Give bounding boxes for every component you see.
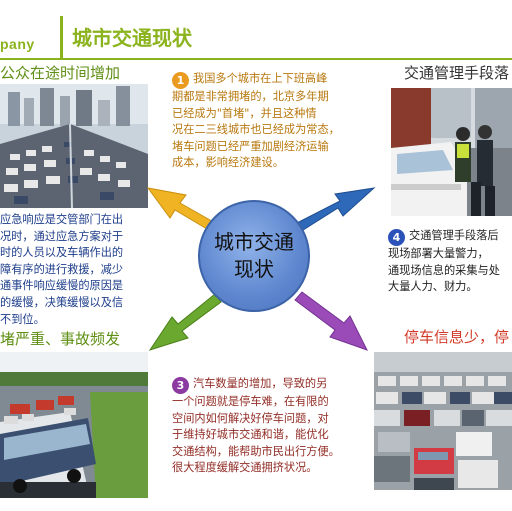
- header-rule: [0, 58, 512, 60]
- center-topic-label: 城市交通现状: [214, 230, 294, 281]
- paragraph-line: 成本，影响经济建设。: [172, 156, 284, 170]
- number-badge-1: 1: [172, 72, 189, 89]
- paragraph-line: 一个问题就是停车难，在有限的: [172, 395, 329, 408]
- paragraph-emergency-response: 应急响应是交管部门在出 况时，通过应急方案对于 时的人员以及车辆作出的 障有序的…: [0, 212, 123, 328]
- photo-traffic-police: [391, 88, 512, 216]
- paragraph-line: 时的人员以及车辆作出的: [0, 246, 124, 260]
- company-logo-text: pany: [0, 36, 35, 52]
- paragraph-congestion: 1 我国多个城市在上下班高峰 期都是非常拥堵的，北京多年期 已经成为"首堵"，并且…: [172, 71, 340, 172]
- paragraph-line: 4 交通管理手段落后: [388, 228, 500, 246]
- arrow-bottom-right: [294, 291, 368, 351]
- paragraph-text: 交通管理手段落后: [409, 229, 499, 242]
- photo-parking-lot: [374, 352, 512, 490]
- arrow-top-right: [294, 187, 376, 233]
- paragraph-line: 况时，通过应急方案对于: [0, 229, 124, 243]
- heading-congestion-accidents: 堵严重、事故频发: [0, 330, 121, 348]
- center-topic-circle: 城市交通现状: [198, 200, 310, 312]
- paragraph-line: 交通结构，能帮助市民出行方便。: [172, 444, 340, 458]
- paragraph-line: 的缓慢，决策缓慢以及信: [0, 295, 124, 309]
- paragraph-line: 已经成为"首堵"，并且这种情: [172, 106, 317, 120]
- number-badge-3: 3: [172, 377, 189, 394]
- paragraph-text: 汽车数量的增加，导致的另: [193, 377, 328, 390]
- photo-traffic-jam-highway: [0, 84, 148, 208]
- paragraph-line: 应急响应是交管部门在出: [0, 213, 124, 226]
- paragraph-line: 期都是非常拥堵的，北京多年期: [172, 90, 329, 103]
- heading-commute-time: 公众在途时间增加: [0, 64, 121, 82]
- heading-traffic-management: 交通管理手段落: [404, 64, 510, 82]
- paragraph-line: 空间内如何解决好停车问题，对: [172, 411, 329, 425]
- photo-accident-scene: [0, 352, 148, 498]
- page-title: 城市交通现状: [72, 26, 192, 50]
- paragraph-line: 于维持好城市交通和谐，能优化: [172, 428, 329, 442]
- paragraph-line: 堵车问题已经严重加剧经济运输: [172, 139, 329, 153]
- paragraph-text: 我国多个城市在上下班高峰: [193, 72, 328, 85]
- number-badge-4: 4: [388, 229, 405, 246]
- paragraph-line: 3 汽车数量的增加，导致的另: [172, 376, 340, 394]
- arrow-bottom-left: [148, 293, 222, 351]
- paragraph-line: 大量人力、财力。: [388, 280, 478, 294]
- paragraph-line: 通事件响应缓慢的原因是: [0, 279, 124, 293]
- paragraph-parking: 3 汽车数量的增加，导致的另 一个问题就是停车难，在有限的 空间内如何解决好停车问…: [172, 376, 340, 477]
- paragraph-line: 障有序的进行救援，减少: [0, 262, 124, 276]
- paragraph-line: 通现场信息的采集与处: [388, 263, 500, 277]
- paragraph-line: 不到位。: [0, 312, 45, 326]
- heading-parking-info: 停车信息少，停: [404, 328, 510, 346]
- paragraph-line: 况在二三线城市也已经成为常态，: [172, 123, 340, 137]
- header-divider: [60, 16, 63, 58]
- paragraph-line: 1 我国多个城市在上下班高峰: [172, 71, 340, 89]
- paragraph-management-backward: 4 交通管理手段落后 现场部署大量警力， 通现场信息的采集与处 大量人力、财力。: [388, 228, 500, 296]
- paragraph-line: 现场部署大量警力，: [388, 247, 489, 260]
- paragraph-line: 很大程度缓解交通拥挤状况。: [172, 461, 318, 475]
